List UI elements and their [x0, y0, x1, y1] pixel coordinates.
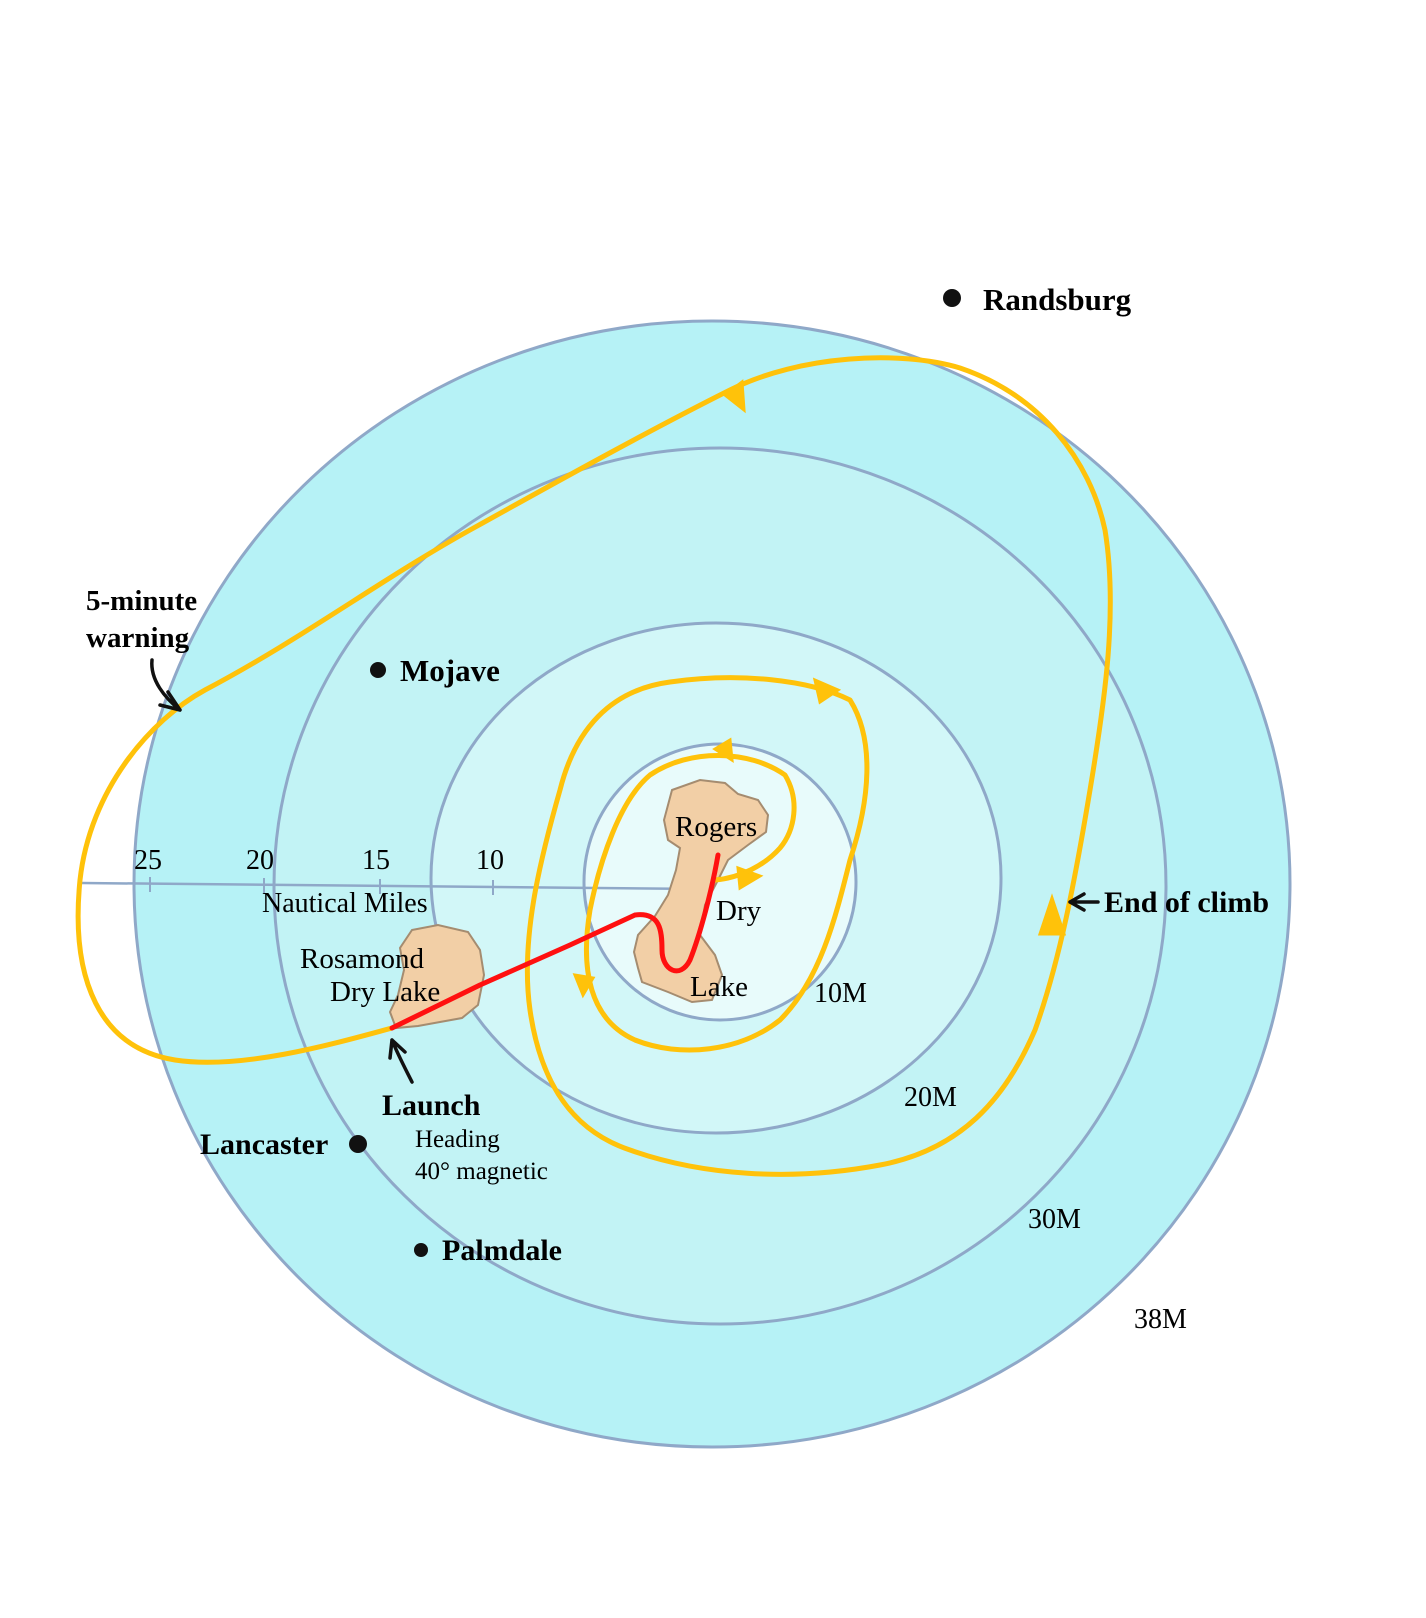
randsburg-dot	[943, 289, 961, 307]
rogers-lake-label: Lake	[690, 971, 748, 1003]
annotation-arrows	[150, 658, 1100, 1084]
lancaster-dot	[349, 1135, 367, 1153]
palmdale-label: Palmdale	[442, 1234, 562, 1267]
arrow-end-of-climb	[1037, 893, 1067, 936]
scale-label-15: 15	[362, 845, 390, 876]
launch-arrow	[388, 1038, 414, 1084]
launch-label: Launch	[382, 1089, 481, 1122]
rogers-label: Rogers	[675, 811, 757, 843]
arrow-inner-top	[712, 737, 734, 763]
ring-label-30m: 30M	[1028, 1204, 1081, 1235]
end-of-climb-label: End of climb	[1104, 886, 1269, 919]
rosamond-dry-lake	[388, 923, 486, 1030]
heading-label-line1: Heading	[415, 1126, 500, 1153]
lancaster-label: Lancaster	[200, 1128, 328, 1161]
arrow-top	[722, 379, 746, 414]
scale-label-20: 20	[246, 845, 274, 876]
warning-arrow	[150, 658, 182, 712]
rosamond-label: Rosamond	[300, 943, 425, 975]
scale-label-25: 25	[134, 845, 162, 876]
end-of-climb-arrow	[1068, 892, 1100, 912]
ring-label-20m: 20M	[904, 1082, 957, 1113]
randsburg-label: Randsburg	[983, 282, 1132, 317]
glide-path	[75, 355, 1113, 1177]
mojave-label: Mojave	[400, 653, 500, 688]
city-markers	[349, 289, 961, 1257]
palmdale-dot	[414, 1243, 428, 1257]
warning-label-line2: warning	[86, 622, 190, 654]
scale-label-10: 10	[476, 845, 504, 876]
scale-bar	[81, 877, 703, 895]
warning-label-line1: 5-minute	[86, 585, 197, 617]
rogers-dry-lake	[632, 778, 770, 1004]
arrow-center	[736, 865, 764, 891]
scale-units-label: Nautical Miles	[262, 888, 428, 919]
ring-label-10m: 10M	[814, 978, 867, 1009]
rogers-dry-label: Dry	[716, 895, 762, 927]
rosamond-dry-lake-label: Dry Lake	[330, 976, 440, 1008]
ring-label-38m: 38M	[1134, 1304, 1187, 1335]
arrow-mid-right	[812, 677, 842, 705]
climb-path	[389, 852, 721, 1031]
arrow-inner-left	[572, 973, 596, 999]
mojave-dot	[370, 662, 386, 678]
heading-label-line2: 40° magnetic	[415, 1158, 548, 1185]
labels: Randsburg Mojave Lancaster Palmdale Roge…	[86, 282, 1269, 1335]
glide-path-arrows	[572, 379, 1067, 999]
